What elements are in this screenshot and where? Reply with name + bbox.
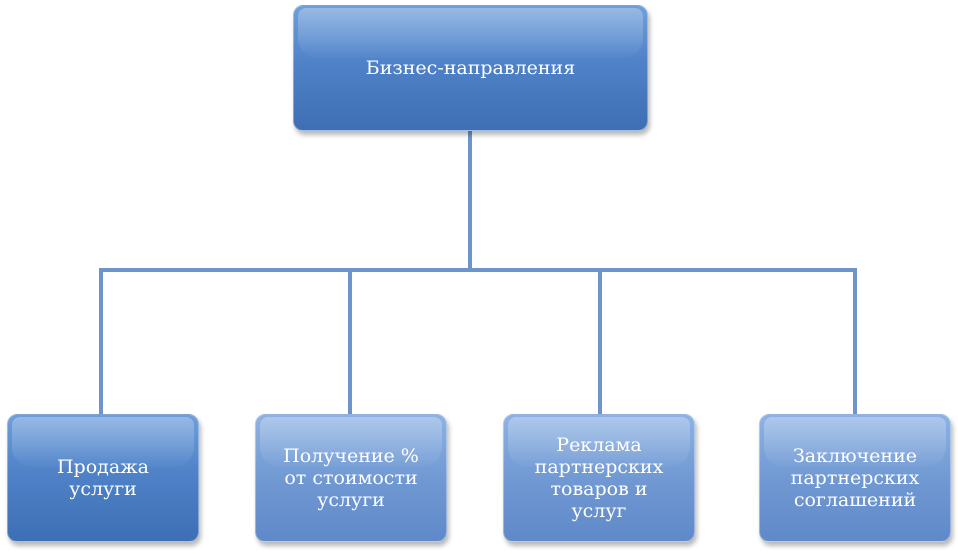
root-node-label: Бизнес-направления: [365, 57, 576, 79]
child-node-label: Реклама партнерских товаров и услуг: [534, 434, 664, 522]
child-node-partner-advertising: Реклама партнерских товаров и услуг: [503, 414, 695, 542]
child-node-label: Заключение партнерских соглашений: [790, 445, 920, 511]
child-node-partner-agreements: Заключение партнерских соглашений: [759, 414, 951, 542]
child-node-commission: Получение % от стоимости услуги: [255, 414, 447, 542]
child-node-label: Получение % от стоимости услуги: [283, 445, 419, 511]
child-node-service-sales: Продажа услуги: [7, 414, 199, 542]
root-node-business-directions: Бизнес-направления: [293, 5, 648, 131]
child-node-label: Продажа услуги: [56, 456, 149, 500]
